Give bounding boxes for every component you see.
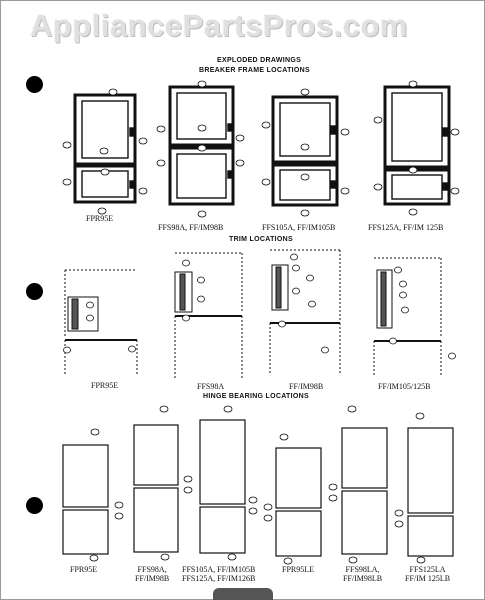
hinge-caption-6-line1: FFS125LA xyxy=(409,565,446,574)
breaker-frame-drawings xyxy=(73,85,451,207)
brand-logo xyxy=(213,588,273,600)
trim-ffs98a xyxy=(174,252,243,378)
trim-caption-4: FF/IM105/125B xyxy=(378,382,431,391)
trim-ffim98b xyxy=(269,249,341,375)
hinge-ffs125la xyxy=(407,427,454,557)
breaker-frame-fpr95e xyxy=(73,93,137,204)
breaker-caption-4: FFS125A, FF/IM 125B xyxy=(368,223,444,232)
binder-hole-middle xyxy=(26,283,43,300)
hinge-ffs98la xyxy=(341,427,388,555)
hinge-caption-5-line2: FF/IM98LB xyxy=(343,574,383,583)
hinge-callouts xyxy=(89,405,426,565)
trim-drawings xyxy=(64,249,442,378)
breaker-caption-3: FFS105A, FF/IM105B xyxy=(262,223,336,232)
hinge-caption-3-line1: FFS105A, FF/IM105B xyxy=(182,565,256,574)
hinge-fpr95e xyxy=(62,444,109,555)
hinge-drawings xyxy=(62,419,454,557)
hinge-caption-6: FFS125LA FF/IM 125LB xyxy=(405,565,450,583)
trim-ffim105-125b xyxy=(373,257,442,376)
breaker-callouts xyxy=(62,80,460,218)
breaker-caption-2: FFS98A, FF/IM98B xyxy=(158,223,224,232)
hinge-caption-2-line1: FFS98A, xyxy=(137,565,167,574)
hinge-fpr95le xyxy=(275,447,322,557)
trim-heading: TRIM LOCATIONS xyxy=(229,236,293,243)
hinge-caption-2: FFS98A, FF/IM98B xyxy=(135,565,169,583)
hinge-caption-1: FPR95E xyxy=(70,565,97,574)
binder-hole-bottom xyxy=(26,497,43,514)
trim-caption-1: FPR95E xyxy=(91,381,119,390)
hinge-caption-3-line2: FFS125A, FF/IM126B xyxy=(182,574,256,583)
breaker-frame-ffs105a xyxy=(271,95,339,207)
hinge-ffs105a xyxy=(199,419,246,554)
watermark: AppliancePartsPros.com xyxy=(30,8,408,43)
binder-hole-top xyxy=(26,76,43,93)
hinge-heading: HINGE BEARING LOCATIONS xyxy=(203,393,309,400)
trim-callouts xyxy=(63,253,456,360)
hinge-caption-5-line1: FFS98LA, xyxy=(345,565,380,574)
hinge-caption-5: FFS98LA, FF/IM98LB xyxy=(343,565,382,583)
hinge-caption-2-line2: FF/IM98B xyxy=(135,574,170,583)
drawing-title: EXPLODED DRAWINGS xyxy=(217,57,302,64)
breaker-caption-1: FPR95E xyxy=(86,214,114,223)
hinge-caption-6-line2: FF/IM 125LB xyxy=(405,574,451,583)
hinge-caption-3: FFS105A, FF/IM105B FFS125A, FF/IM126B xyxy=(182,565,255,583)
hinge-caption-4: FPR95LE xyxy=(282,565,314,574)
breaker-frame-ffs125a xyxy=(383,85,451,206)
hinge-ffs98a xyxy=(133,424,179,553)
hinge-caption-1-line1: FPR95E xyxy=(70,565,98,574)
trim-fpr95e xyxy=(64,269,138,374)
breaker-heading: BREAKER FRAME LOCATIONS xyxy=(199,67,310,74)
trim-caption-3: FF/IM98B xyxy=(289,382,324,391)
hinge-caption-4-line1: FPR95LE xyxy=(282,565,315,574)
trim-caption-2: FFS98A xyxy=(197,382,225,391)
